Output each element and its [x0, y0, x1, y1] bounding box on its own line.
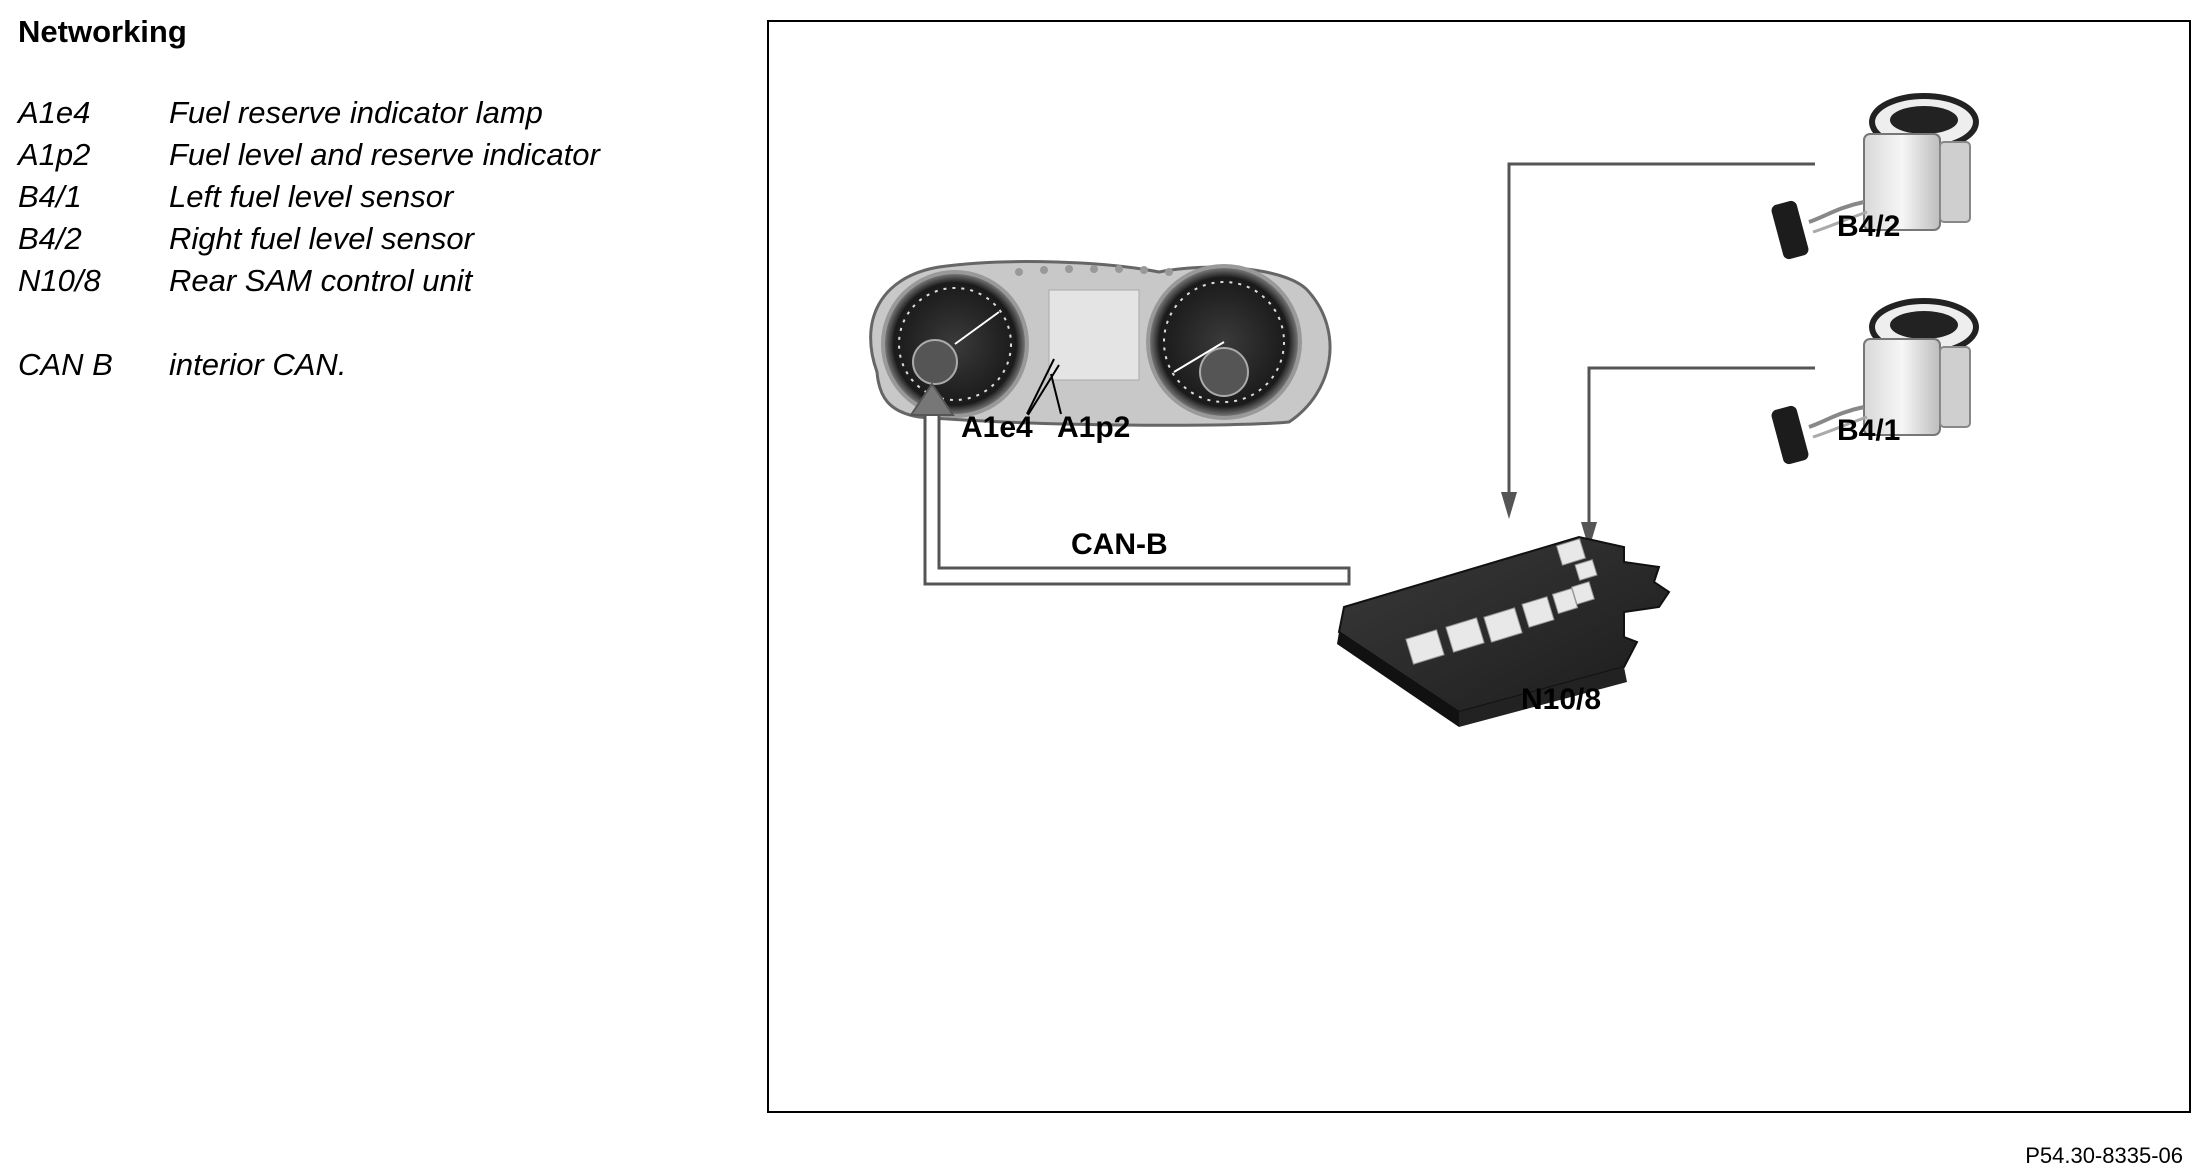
- fuel-sensor-b4-2: [1771, 93, 1979, 260]
- legend-code: B4/1: [18, 179, 82, 214]
- page-title: Networking: [18, 14, 187, 49]
- signal-line-b4-1: [1581, 366, 1815, 549]
- legend-desc: Right fuel level sensor: [169, 221, 474, 256]
- can-b-bus-line: [909, 382, 1351, 586]
- legend-desc: Fuel level and reserve indicator: [169, 137, 600, 172]
- control-unit-n10-8: [1337, 535, 1671, 727]
- diagram-frame: B4/2 B4/1 A1e4 A1p2 CAN-B N10/8: [767, 20, 2191, 1113]
- legend-code: A1p2: [18, 137, 91, 172]
- legend-desc: interior CAN.: [169, 347, 347, 382]
- fuel-gauge: [1199, 347, 1249, 397]
- network-diagram: B4/2 B4/1 A1e4 A1p2 CAN-B N10/8: [869, 93, 1979, 727]
- legend-desc: Fuel reserve indicator lamp: [169, 95, 543, 130]
- label-b4-2: B4/2: [1837, 210, 1900, 243]
- leader-a1e4: [1027, 364, 1060, 416]
- figure-reference: P54.30-8335-06: [2025, 1143, 2183, 1168]
- legend-desc: Rear SAM control unit: [169, 263, 473, 298]
- can-b-arrow: [909, 382, 955, 416]
- legend-desc: Left fuel level sensor: [169, 179, 454, 214]
- legend-code: CAN B: [18, 347, 113, 382]
- label-a1p2: A1p2: [1057, 411, 1130, 444]
- label-can-b: CAN-B: [1071, 528, 1168, 561]
- legend-code: B4/2: [18, 221, 82, 256]
- instrument-cluster: [869, 260, 1332, 427]
- legend-code: A1e4: [18, 95, 91, 130]
- signal-line-b4-2: [1501, 162, 1815, 519]
- label-n10-8: N10/8: [1521, 683, 1601, 716]
- label-a1e4: A1e4: [961, 411, 1033, 444]
- legend-code: N10/8: [18, 263, 101, 298]
- fuel-sensor-b4-1: [1771, 298, 1979, 465]
- label-b4-1: B4/1: [1837, 414, 1900, 447]
